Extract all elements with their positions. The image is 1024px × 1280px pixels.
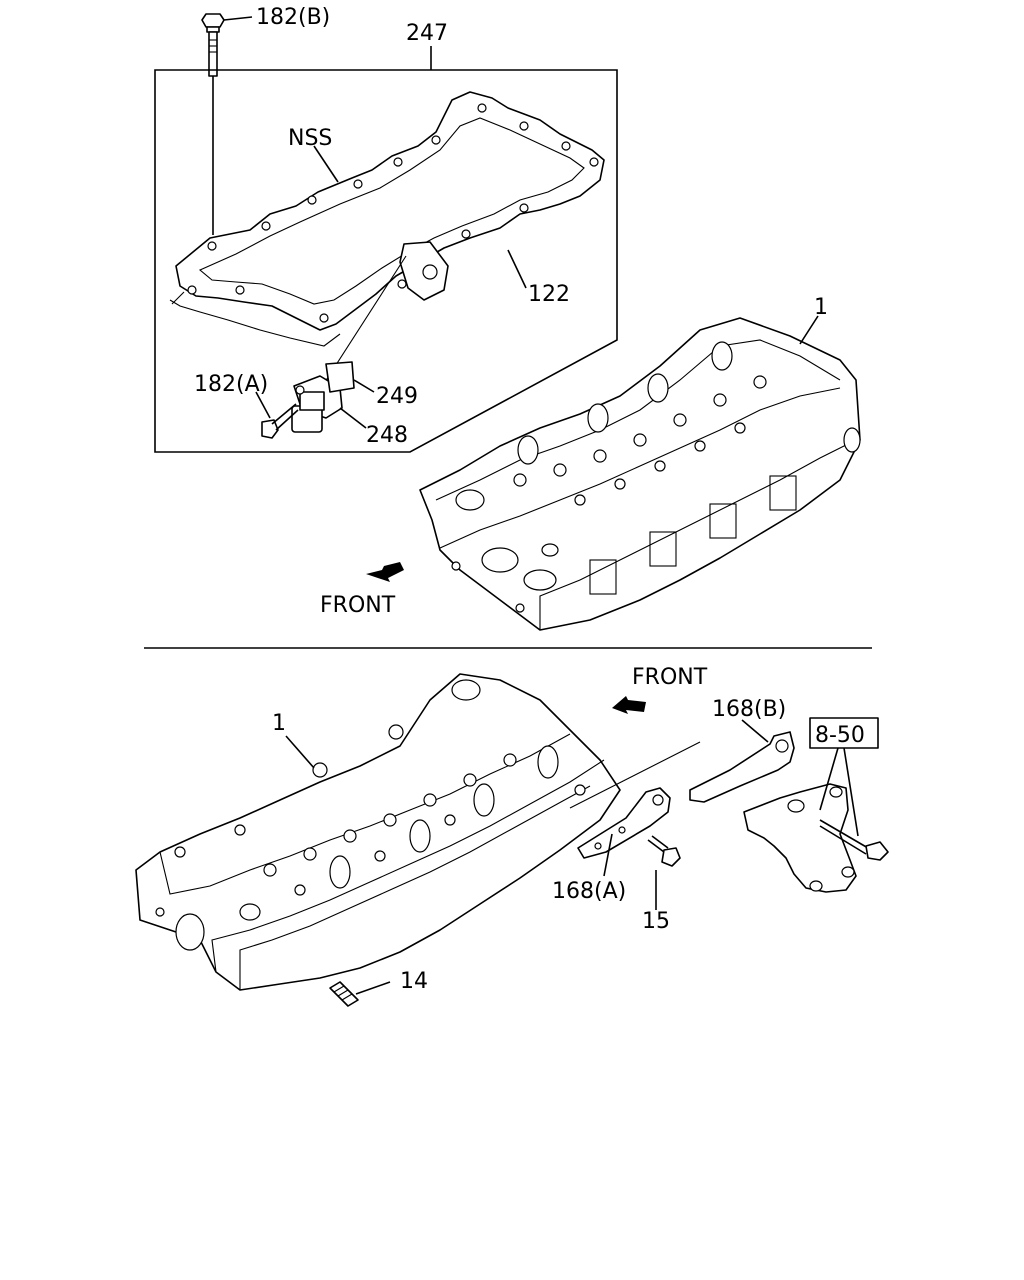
label-182b: 182(B): [256, 5, 330, 30]
leader-1-top: [799, 315, 819, 345]
seal-249: [325, 361, 355, 393]
front-arrow-bottom: [612, 696, 646, 714]
cylinder-head-top: [419, 317, 861, 631]
leader-850-a: [819, 747, 839, 811]
leader-182a: [255, 391, 271, 419]
leader-nss: [313, 145, 339, 183]
label-front-bottom: FRONT: [632, 665, 708, 690]
bolt-182b: [201, 13, 225, 235]
bolt-15: [647, 835, 681, 867]
leader-168a: [603, 833, 613, 877]
bracket-168a: [569, 741, 701, 859]
front-arrow-top: [366, 562, 404, 582]
leader-122: [507, 249, 527, 289]
label-1-bottom: 1: [272, 711, 286, 736]
label-168b: 168(B): [712, 697, 786, 722]
bolt-182a: [261, 403, 299, 439]
leader-249: [353, 379, 375, 393]
kit-247-box: [154, 69, 618, 453]
leader-1-bottom: [285, 735, 315, 769]
label-168a: 168(A): [552, 879, 626, 904]
label-14: 14: [400, 969, 428, 994]
label-15: 15: [642, 909, 670, 934]
leader-14: [355, 981, 391, 995]
label-nss: NSS: [288, 126, 332, 151]
label-247: 247: [406, 21, 448, 46]
leader-168b: [741, 719, 769, 743]
leader-182b: [223, 16, 253, 21]
leader-248: [339, 407, 367, 429]
rocker-cover: [169, 91, 605, 397]
label-ref-850: 8-50: [815, 723, 865, 748]
cylinder-head-bottom: [135, 673, 621, 991]
bracket-168b: [689, 731, 795, 803]
label-122: 122: [528, 282, 570, 307]
label-front-top: FRONT: [320, 593, 396, 618]
stud-14: [329, 981, 359, 1007]
label-249: 249: [376, 384, 418, 409]
label-1-top: 1: [814, 295, 828, 320]
leader-850-b: [843, 747, 859, 837]
label-182a: 182(A): [194, 372, 268, 397]
label-248: 248: [366, 423, 408, 448]
engine-mount-bracket: [743, 783, 889, 893]
ref-850-box: [809, 717, 879, 749]
